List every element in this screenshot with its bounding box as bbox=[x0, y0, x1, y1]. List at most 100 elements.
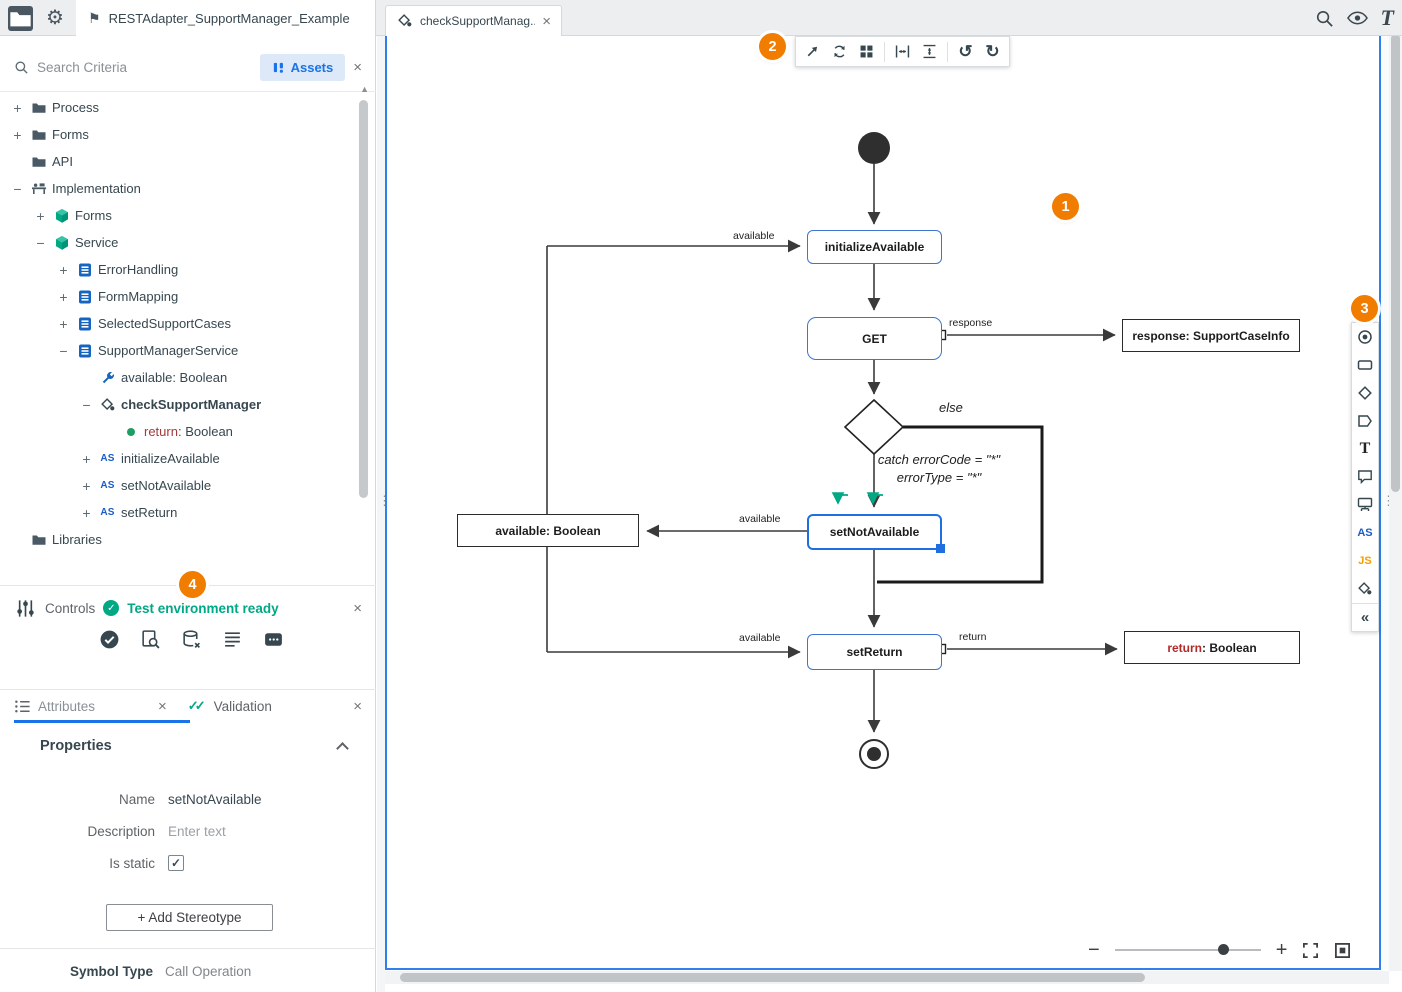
undo-icon[interactable]: ↺ bbox=[958, 42, 973, 61]
tree-item-process[interactable]: +Process bbox=[0, 94, 356, 121]
attributes-close-icon[interactable]: × bbox=[158, 697, 167, 715]
js-tool[interactable]: JS bbox=[1358, 555, 1372, 567]
project-folder-button[interactable] bbox=[8, 6, 33, 31]
tree-item-supportmanagerservice[interactable]: −SupportManagerService bbox=[0, 337, 356, 364]
diagram-edges bbox=[546, 164, 1118, 733]
redo-icon[interactable]: ↻ bbox=[985, 42, 1000, 61]
vertical-scrollbar-thumb[interactable] bbox=[1391, 34, 1400, 492]
panel-resize-gutter-left[interactable] bbox=[377, 36, 385, 992]
decision-node-icon[interactable] bbox=[1352, 379, 1378, 407]
vertical-scrollbar[interactable] bbox=[1389, 32, 1402, 971]
as-tool[interactable]: AS bbox=[1357, 527, 1373, 539]
validation-close-icon[interactable]: × bbox=[353, 697, 362, 715]
expand-icon[interactable]: + bbox=[59, 288, 68, 305]
expand-icon[interactable]: + bbox=[36, 207, 45, 224]
node-available-boolean[interactable]: available: Boolean bbox=[457, 514, 639, 547]
horizontal-scrollbar-thumb[interactable] bbox=[400, 973, 1145, 982]
initial-node-icon[interactable] bbox=[1352, 323, 1378, 351]
tree-item-checksupportmanager[interactable]: −checkSupportManager bbox=[0, 391, 356, 418]
tree-item-libraries[interactable]: Libraries bbox=[0, 526, 356, 553]
is-static-checkbox[interactable]: ✓ bbox=[168, 855, 184, 871]
toolbar-separator bbox=[947, 41, 948, 62]
run-check-icon[interactable] bbox=[98, 628, 121, 651]
expand-icon[interactable]: + bbox=[82, 477, 91, 494]
diagram-canvas[interactable]: initializeAvailable GET response: Suppor… bbox=[385, 32, 1381, 970]
initial-node[interactable] bbox=[858, 132, 890, 164]
selection-handle[interactable] bbox=[936, 544, 945, 553]
controls-close-icon[interactable]: × bbox=[353, 599, 362, 617]
distribute-vertical-icon[interactable] bbox=[917, 39, 942, 65]
tree-item-selectedsupportcases[interactable]: +SelectedSupportCases bbox=[0, 310, 356, 337]
global-search-icon[interactable] bbox=[1315, 9, 1334, 28]
code-console-icon[interactable] bbox=[262, 628, 285, 651]
signal-node-icon[interactable] bbox=[1352, 407, 1378, 435]
text-tool-icon[interactable]: T bbox=[1359, 440, 1371, 457]
expand-icon[interactable]: + bbox=[82, 450, 91, 467]
name-value[interactable]: setNotAvailable bbox=[168, 791, 262, 807]
tree-scrollbar-thumb[interactable] bbox=[359, 100, 368, 498]
panel-resize-gutter-right[interactable] bbox=[1381, 32, 1389, 970]
assets-filter-button[interactable]: Assets bbox=[259, 54, 346, 81]
tree-item-api[interactable]: API bbox=[0, 148, 356, 175]
zoom-out-icon[interactable]: − bbox=[1088, 939, 1100, 961]
description-field[interactable]: Enter text bbox=[168, 823, 226, 839]
database-clear-icon[interactable] bbox=[180, 628, 203, 651]
action-node-icon[interactable] bbox=[1352, 351, 1378, 379]
expand-icon[interactable]: + bbox=[82, 504, 91, 521]
collapse-icon[interactable]: − bbox=[36, 234, 45, 251]
grid-icon[interactable] bbox=[854, 39, 879, 65]
collapse-icon[interactable]: « bbox=[1352, 603, 1378, 631]
operation-tool-icon[interactable] bbox=[1352, 575, 1378, 603]
select-cursor-icon[interactable] bbox=[800, 39, 825, 65]
distribute-horizontal-icon[interactable] bbox=[890, 39, 915, 65]
tree-item-forms[interactable]: +Forms bbox=[0, 202, 356, 229]
inspect-icon[interactable] bbox=[139, 628, 162, 651]
tree-item-implementation[interactable]: −Implementation bbox=[0, 175, 356, 202]
fit-to-screen-icon[interactable] bbox=[1334, 942, 1351, 959]
comment-icon[interactable] bbox=[1352, 463, 1378, 491]
expand-icon[interactable]: + bbox=[59, 315, 68, 332]
tab-validation[interactable]: Validation bbox=[213, 698, 272, 714]
zoom-in-icon[interactable]: + bbox=[1275, 939, 1288, 961]
node-get[interactable]: GET bbox=[807, 317, 942, 360]
node-return-boolean[interactable]: return: Boolean bbox=[1124, 631, 1300, 664]
expand-icon[interactable]: + bbox=[13, 126, 22, 143]
tab-close-icon[interactable]: × bbox=[542, 12, 551, 30]
collapse-icon[interactable]: − bbox=[13, 180, 22, 197]
tree-item-available-boolean[interactable]: available: Boolean bbox=[0, 364, 356, 391]
tree-item-formmapping[interactable]: +FormMapping bbox=[0, 283, 356, 310]
tab-check-support-manager[interactable]: checkSupportManag... × bbox=[385, 5, 562, 36]
node-set-return[interactable]: setReturn bbox=[807, 634, 942, 670]
collapse-icon[interactable]: − bbox=[59, 342, 68, 359]
search-close-icon[interactable]: × bbox=[353, 59, 362, 76]
node-initialize-available[interactable]: initializeAvailable bbox=[807, 230, 942, 264]
settings-gear-icon[interactable]: ⚙ bbox=[46, 7, 64, 29]
node-response-supportcaseinfo[interactable]: response: SupportCaseInfo bbox=[1122, 319, 1300, 352]
tree-item-return-boolean[interactable]: return: Boolean bbox=[0, 418, 356, 445]
node-set-not-available[interactable]: setNotAvailable bbox=[807, 514, 942, 550]
tree-item-service[interactable]: −Service bbox=[0, 229, 356, 256]
sync-icon[interactable] bbox=[827, 39, 852, 65]
expand-icon[interactable]: + bbox=[13, 99, 22, 116]
tree-scroll-up-icon[interactable]: ▲ bbox=[360, 84, 369, 94]
fullscreen-icon[interactable] bbox=[1302, 942, 1319, 959]
tree-item-errorhandling[interactable]: +ErrorHandling bbox=[0, 256, 356, 283]
log-icon[interactable] bbox=[221, 628, 244, 651]
collapse-icon[interactable]: − bbox=[82, 396, 91, 413]
project-tab[interactable]: ⚑ RESTAdapter_SupportManager_Example bbox=[76, 0, 376, 36]
search-input[interactable] bbox=[37, 60, 165, 75]
zoom-slider[interactable] bbox=[1114, 944, 1261, 955]
add-stereotype-button[interactable]: + Add Stereotype bbox=[106, 904, 273, 931]
tab-attributes[interactable]: Attributes bbox=[38, 698, 96, 714]
collapse-properties-icon[interactable] bbox=[336, 742, 349, 755]
tree-item-forms[interactable]: +Forms bbox=[0, 121, 356, 148]
subprocess-icon[interactable] bbox=[1352, 491, 1378, 519]
zoom-slider-handle[interactable] bbox=[1217, 944, 1229, 955]
expand-icon[interactable]: + bbox=[59, 261, 68, 278]
preview-eye-icon[interactable] bbox=[1346, 11, 1368, 25]
horizontal-scrollbar[interactable] bbox=[385, 971, 1389, 984]
final-node[interactable] bbox=[859, 739, 889, 769]
